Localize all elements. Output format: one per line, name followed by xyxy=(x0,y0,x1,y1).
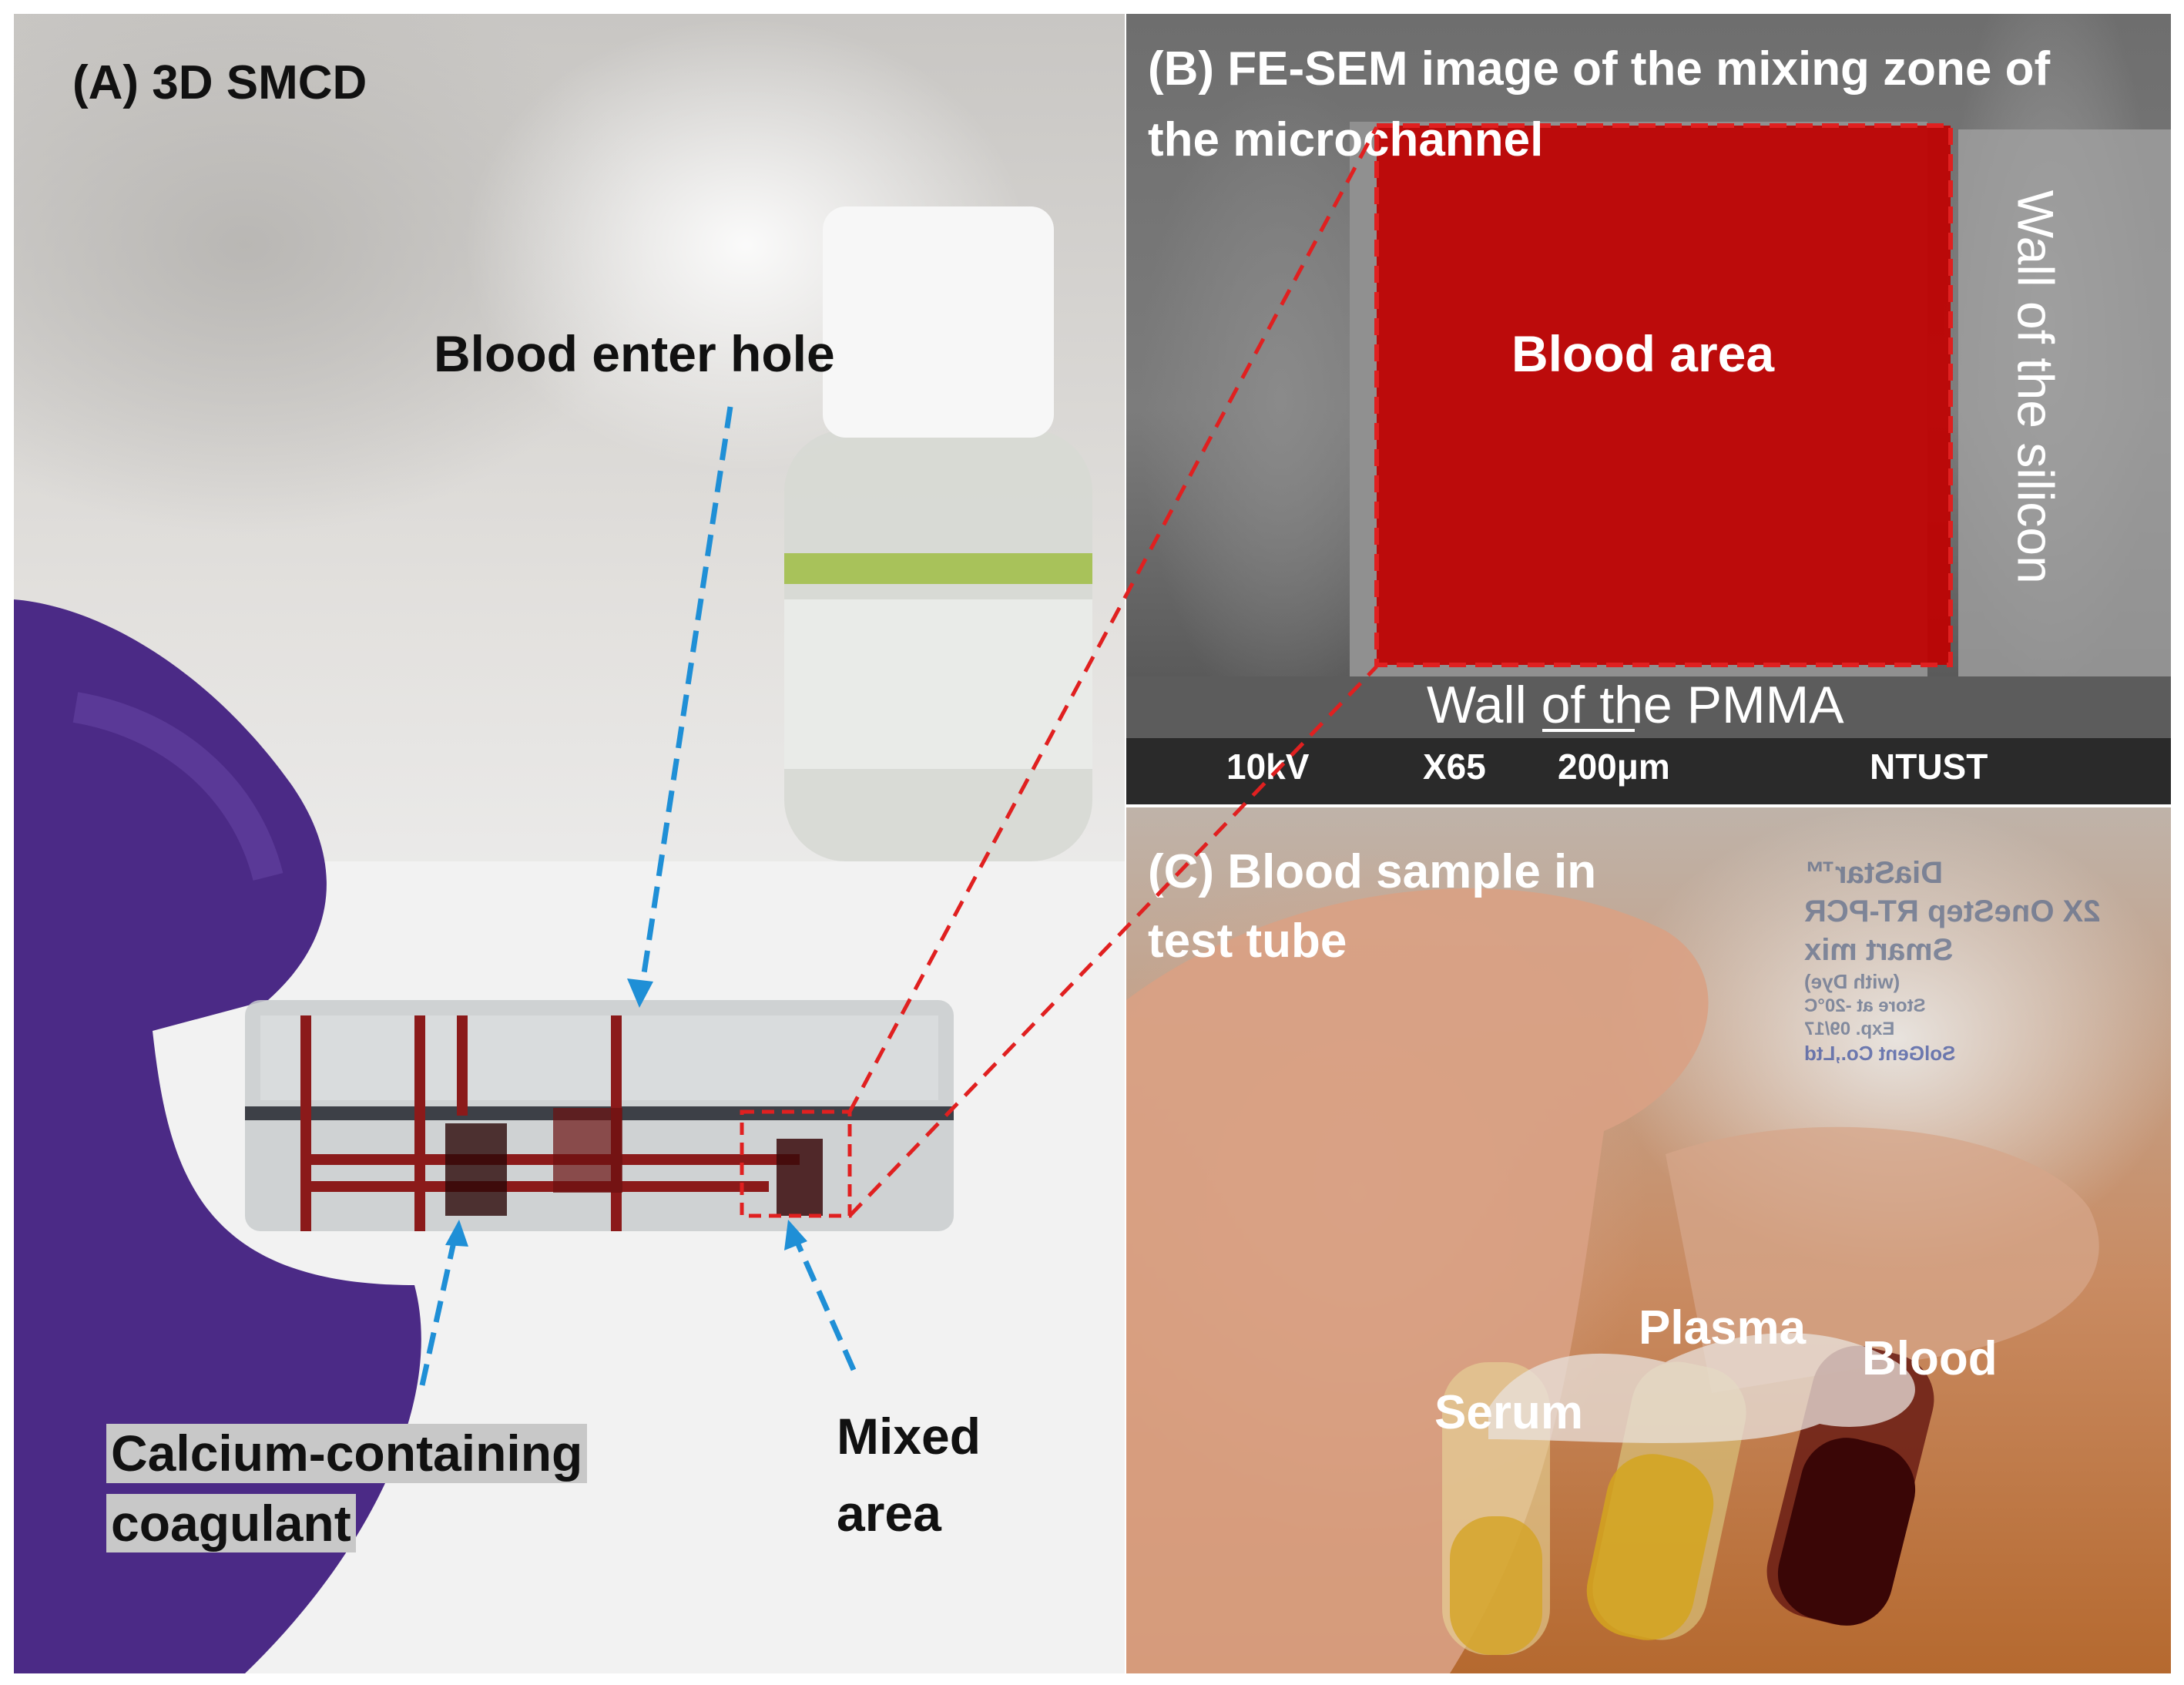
label-plasma: Plasma xyxy=(1639,1301,1807,1354)
panel-a-title: (A) 3D SMCD xyxy=(72,56,367,109)
microfluidic-chip xyxy=(245,1000,954,1231)
panel-b-title-line2: the microchannel xyxy=(1148,113,1544,166)
bag-brand: DiaStar™ xyxy=(1804,856,1944,890)
info-institution: NTUST xyxy=(1870,747,1988,787)
label-blood: Blood xyxy=(1862,1332,1998,1385)
bag-product: 2X OneStep RT-PCR xyxy=(1804,895,2101,928)
label-coagulant-line2: coagulant xyxy=(106,1493,356,1553)
silicon-wall xyxy=(1958,129,2171,684)
panel-b-sem-image: (B) FE-SEM image of the mixing zone of t… xyxy=(1126,14,2171,804)
arrow-blood-enter xyxy=(627,406,733,1008)
label-serum: Serum xyxy=(1434,1386,1583,1439)
info-magnification: X65 xyxy=(1423,747,1486,787)
panel-b-title-line1: (B) FE-SEM image of the mixing zone of xyxy=(1148,42,2051,96)
panel-c-photo: DiaStar™ 2X OneStep RT-PCR Smart mix (wi… xyxy=(1126,807,2171,1673)
reagent-bottle xyxy=(784,206,1092,861)
panel-c-title-line2: test tube xyxy=(1148,915,1347,968)
bag-expiry: Exp. 09/17 xyxy=(1804,1018,1895,1039)
panel-c-title-line1: (C) Blood sample in xyxy=(1148,845,1597,898)
label-wall-silicon: Wall of the silicon xyxy=(2007,190,2065,584)
label-coagulant: Calcium-containing coagulant xyxy=(106,1424,588,1553)
mixed-area-box xyxy=(740,1109,852,1218)
label-coagulant-line1: Calcium-containing xyxy=(106,1424,588,1483)
tube-caps xyxy=(1488,1333,1915,1443)
panel-a-photo: (A) 3D SMCD Blood enter hole Calcium-con… xyxy=(14,14,1125,1673)
panel-b-scene xyxy=(1126,122,2171,804)
bag-storage: Store at -20°C xyxy=(1804,995,1926,1016)
label-wall-pmma: Wall of the PMMA xyxy=(1427,676,1844,734)
bag-dye: (with Dye) xyxy=(1804,970,1901,993)
label-blood-enter-hole: Blood enter hole xyxy=(434,325,835,382)
bag-company: SolGent Co.,Ltd xyxy=(1804,1041,1956,1065)
purple-glove xyxy=(14,599,421,1673)
label-blood-area: Blood area xyxy=(1511,325,1775,382)
info-voltage: 10kV xyxy=(1226,747,1310,787)
panel-c-scene xyxy=(1126,888,2099,1673)
arrow-coagulant xyxy=(419,1220,468,1386)
blood-area-box xyxy=(1374,123,1953,667)
reagent-bag-text: DiaStar™ 2X OneStep RT-PCR Smart mix (wi… xyxy=(1804,854,2159,1066)
label-mixed-line1: Mixed xyxy=(837,1408,981,1465)
blood-area-overlay xyxy=(1377,126,1951,665)
bag-mix: Smart mix xyxy=(1804,933,1954,967)
label-mixed-line2: area xyxy=(837,1485,941,1542)
fingers xyxy=(1666,1126,2099,1393)
info-scale: 200μm xyxy=(1558,747,1670,787)
arrow-mixed-area xyxy=(784,1220,857,1371)
